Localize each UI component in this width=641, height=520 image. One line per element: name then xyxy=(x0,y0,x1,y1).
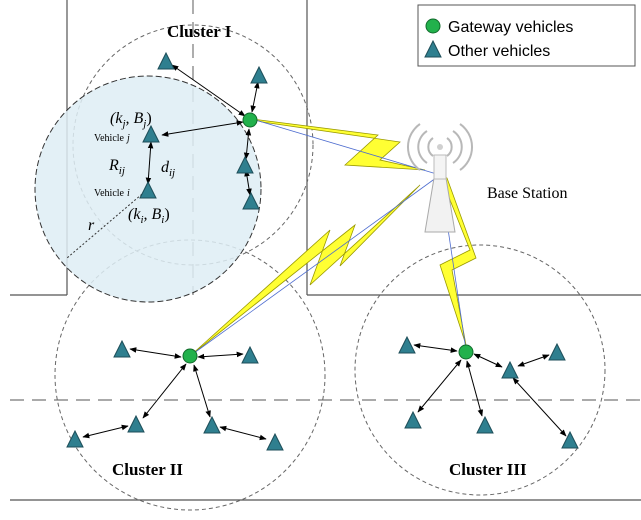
gateway-vehicles xyxy=(182,112,474,364)
cluster-i-range xyxy=(72,24,314,266)
vehicle-icon xyxy=(242,191,260,210)
link-cluster-ii xyxy=(189,184,421,357)
vehicle-icon xyxy=(66,429,84,448)
legend-other-icon xyxy=(424,39,442,58)
rij-label: Rij xyxy=(108,157,125,177)
vehicle-i-icon xyxy=(139,180,157,199)
vehicle-icon xyxy=(476,415,494,434)
vehicle-icon xyxy=(398,335,416,354)
gateway-icon xyxy=(182,348,198,364)
vehicle-j-icon xyxy=(142,124,160,143)
ki-bi-label: (ki, Bi) xyxy=(128,206,170,226)
vehicle-icon xyxy=(127,414,145,433)
vehicle-icon xyxy=(250,65,268,84)
base-station-label: Base Station xyxy=(487,185,567,202)
vehicle-icon xyxy=(157,51,175,70)
legend-gateway-icon xyxy=(425,18,441,34)
link-line xyxy=(251,118,441,176)
vehicle-icon xyxy=(236,155,254,174)
legend-other-label: Other vehicles xyxy=(448,43,550,60)
vehicle-icon xyxy=(266,432,284,451)
vehicle-icon xyxy=(548,342,566,361)
legend: Gateway vehicles Other vehicles xyxy=(417,4,636,67)
gateway-icon xyxy=(242,112,258,128)
vehicle-icon xyxy=(404,410,422,429)
cluster-iii-range xyxy=(354,244,606,496)
cluster-ii-label: Cluster II xyxy=(112,460,183,479)
link-cluster-iii xyxy=(439,174,477,346)
legend-gateway-label: Gateway vehicles xyxy=(448,19,573,36)
intra-cluster-links xyxy=(82,64,567,441)
vehicle-icon xyxy=(203,415,221,434)
radius-line xyxy=(66,188,149,259)
cluster-ii-range xyxy=(54,239,326,511)
vehicle-icon xyxy=(113,339,131,358)
vehicle-icon xyxy=(501,360,519,379)
cluster-i-label: Cluster I xyxy=(167,22,232,41)
base-station-icon xyxy=(407,123,473,233)
dij-label: dij xyxy=(161,159,175,179)
kj-bj-label: (kj, Bj) xyxy=(110,110,152,130)
radius-label: r xyxy=(88,217,95,234)
gateway-icon xyxy=(458,344,474,360)
vehicle-icon xyxy=(241,345,259,364)
vehicle-icon xyxy=(561,430,579,449)
other-vehicles xyxy=(66,51,579,451)
link-line xyxy=(189,174,441,357)
legend-box xyxy=(417,4,636,67)
cluster-iii-label: Cluster III xyxy=(449,460,527,479)
